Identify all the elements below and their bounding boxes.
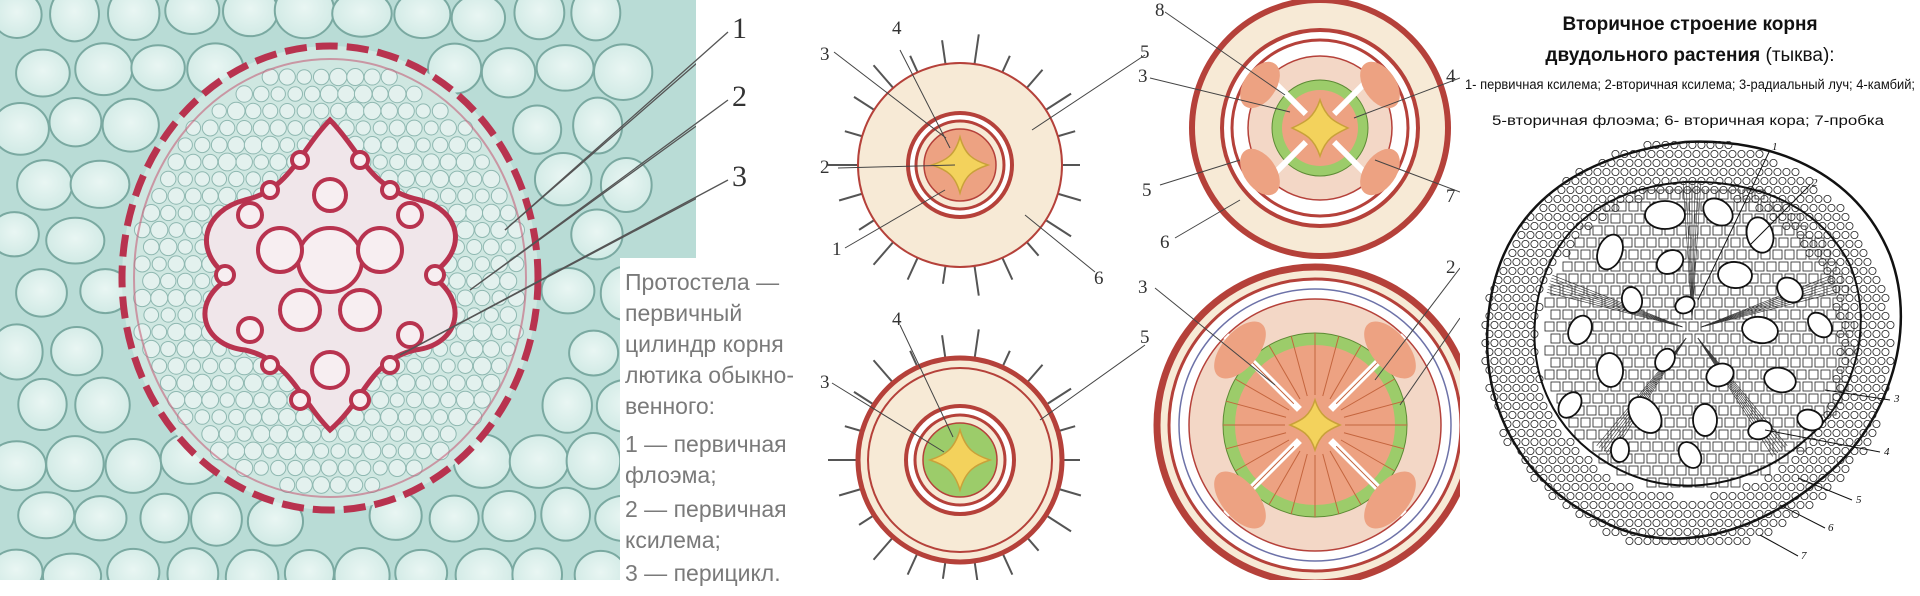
svg-text:венного:: венного: <box>625 393 715 419</box>
svg-text:3 — перицикл.: 3 — перицикл. <box>625 560 781 586</box>
diag3-label-5: 5 <box>1142 180 1152 201</box>
svg-text:цилиндр корня: цилиндр корня <box>625 331 784 357</box>
diag3-label-8: 8 <box>1155 0 1165 21</box>
pumpkin-title-line1: Вторичное строение корня <box>1562 14 1817 35</box>
diag3-label-3: 3 <box>1138 66 1148 87</box>
primary-xylem <box>202 116 458 434</box>
svg-text:первичный: первичный <box>625 300 742 326</box>
micro-caption: Протостела — первичный цилиндр корня лют… <box>625 269 794 586</box>
pumpkin-label-1: 1 <box>1772 141 1778 153</box>
svg-text:2 — первичная: 2 — первичная <box>625 496 787 522</box>
micro-label-3: 3 <box>732 160 747 193</box>
diag3-label-6: 6 <box>1160 232 1170 253</box>
micro-annotations: 1 2 3 Протостела — первичный цилиндр кор… <box>399 12 820 596</box>
diag4-label-3: 3 <box>1138 277 1148 298</box>
diag1-label-4: 4 <box>892 18 902 39</box>
pumpkin-label-4: 4 <box>1884 446 1890 458</box>
diag1-label-5: 5 <box>1140 42 1150 63</box>
diag2-label-4: 4 <box>892 309 902 330</box>
diag3-label-4: 4 <box>1446 66 1456 87</box>
diagram-secondary-root-2: 3 2 <box>1138 257 1460 587</box>
svg-text:1 — первичная: 1 — первичная <box>625 431 787 457</box>
root-diagrams: 4 3 5 2 1 6 4 3 5 <box>820 0 1460 596</box>
cortex-cells <box>0 0 657 596</box>
pumpkin-panel: Вторичное строение корня двудольного рас… <box>1460 0 1920 596</box>
diag4-label-2: 2 <box>1446 257 1456 278</box>
diag1-label-2: 2 <box>820 157 830 178</box>
diagram-secondary-root-1: 8 3 4 5 6 7 <box>1138 0 1460 259</box>
pumpkin-legend-line1: 1- первичная ксилема; 2-вторичная ксилем… <box>1465 77 1915 92</box>
pumpkin-label-3: 3 <box>1893 393 1900 405</box>
pumpkin-label-5: 5 <box>1856 494 1862 506</box>
endodermis-ring <box>118 42 542 514</box>
diagrams-panel: 4 3 5 2 1 6 4 3 5 <box>820 0 1460 596</box>
svg-text:флоэма;: флоэма; <box>625 462 717 488</box>
pumpkin-cross-section: 1 2 3 4 5 6 7 <box>1481 140 1903 562</box>
svg-text:Протостела —: Протостела — <box>625 269 779 295</box>
diag3-label-7: 7 <box>1446 186 1456 207</box>
svg-text:лютика обыкно-: лютика обыкно- <box>625 362 794 388</box>
micro-label-1: 1 <box>732 12 747 45</box>
diagram-primary-root-2: 4 3 5 <box>820 309 1150 591</box>
diag1-label-6: 6 <box>1094 268 1104 289</box>
diagram-primary-root-1: 4 3 5 2 1 6 <box>820 18 1150 296</box>
micro-label-2: 2 <box>732 80 747 113</box>
pumpkin-label-6: 6 <box>1828 522 1834 534</box>
diag1-label-1: 1 <box>832 239 842 260</box>
diag2-label-3: 3 <box>820 372 830 393</box>
pumpkin-legend-line2: 5-вторичная флоэма; 6- вторичная кора; 7… <box>1492 113 1885 128</box>
pumpkin-root-drawing: Вторичное строение корня двудольного рас… <box>1460 0 1920 596</box>
pumpkin-label-2: 2 <box>1812 177 1818 189</box>
diag1-label-3: 3 <box>820 44 830 65</box>
pumpkin-title-line2: двудольного растения (тыква): <box>1545 45 1834 66</box>
diag2-label-5: 5 <box>1140 327 1150 348</box>
pumpkin-label-7: 7 <box>1801 550 1807 562</box>
svg-text:ксилема;: ксилема; <box>625 527 721 553</box>
